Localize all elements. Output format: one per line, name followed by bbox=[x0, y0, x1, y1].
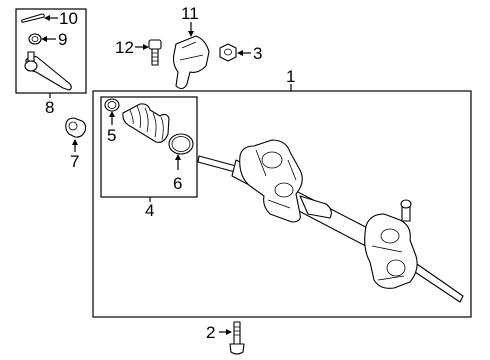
steering-gear-group-box bbox=[92, 90, 472, 318]
boot-kit-group-box bbox=[100, 96, 198, 198]
cover-shield-part bbox=[172, 35, 210, 90]
callout-12: 12 bbox=[115, 38, 134, 57]
callout-8: 8 bbox=[45, 98, 54, 117]
callout-2: 2 bbox=[206, 323, 215, 342]
castle-nut-part bbox=[28, 33, 42, 45]
callout-11: 11 bbox=[181, 4, 199, 23]
callout-10: 10 bbox=[59, 9, 78, 28]
ring-part bbox=[168, 133, 194, 155]
arrow-icon bbox=[226, 329, 232, 335]
callout-5: 5 bbox=[107, 126, 116, 145]
bushing-part bbox=[65, 117, 87, 138]
callout-7: 7 bbox=[70, 152, 79, 171]
tie-rod-end-group-box bbox=[15, 8, 87, 94]
arrow-icon bbox=[237, 50, 243, 56]
callout-3: 3 bbox=[253, 44, 262, 63]
arrow-icon bbox=[72, 139, 78, 145]
bolt-2-part bbox=[229, 321, 245, 355]
callout-4: 4 bbox=[145, 201, 154, 220]
callout-1: 1 bbox=[286, 67, 295, 86]
boot-part bbox=[122, 103, 170, 143]
callout-9: 9 bbox=[58, 30, 67, 49]
clamp-part bbox=[104, 98, 120, 112]
bolt-12-part bbox=[148, 39, 162, 66]
tie-rod-end-part bbox=[24, 51, 72, 91]
cotter-pin-part bbox=[21, 13, 45, 23]
arrow-icon bbox=[41, 36, 47, 42]
steering-rack-part bbox=[197, 139, 464, 303]
nut-3-part bbox=[219, 43, 237, 62]
arrow-icon bbox=[44, 15, 50, 21]
arrow-icon bbox=[109, 111, 115, 117]
leader-lines bbox=[41, 15, 292, 335]
callout-6: 6 bbox=[173, 174, 182, 193]
arrow-icon bbox=[188, 31, 194, 37]
arrow-icon bbox=[175, 154, 181, 160]
arrow-icon bbox=[143, 44, 149, 50]
